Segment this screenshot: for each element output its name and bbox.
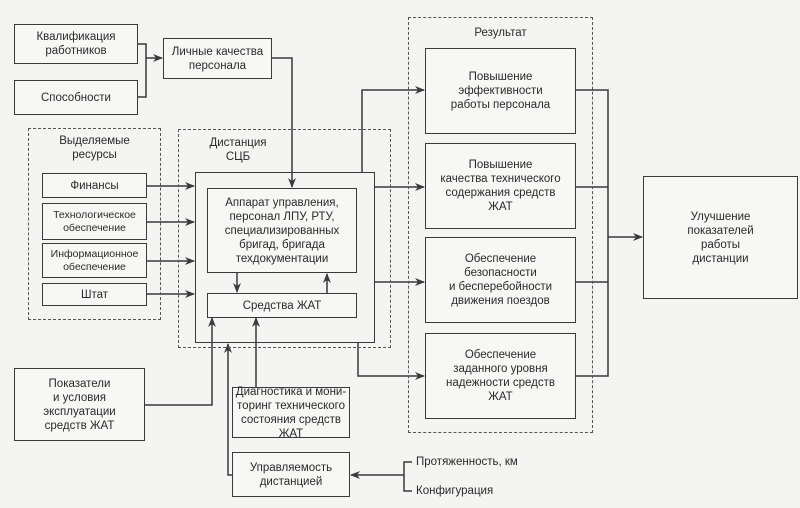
manageability-box: Управляемость дистанцией <box>232 452 350 497</box>
result-item: Обеспечение безопасности и бесперебойнос… <box>425 237 576 323</box>
line-factors-bracket <box>403 461 412 492</box>
resource-finance: Финансы <box>42 173 147 198</box>
indicators-box: Показатели и условия эксплуатации средст… <box>14 368 145 441</box>
outcome-box: Улучшение показателей работы дистанции <box>643 176 798 299</box>
equipment-box: Средства ЖАТ <box>207 293 357 318</box>
result-item: Повышение качества технического содержан… <box>425 143 576 229</box>
arrow-personal-apparatus <box>272 57 296 188</box>
resource-informational: Информационное обеспечение <box>42 243 147 278</box>
resource-technological: Технологическое обеспечение <box>42 203 147 240</box>
result-item: Обеспечение заданного уровня надежности … <box>425 333 576 419</box>
result-title: Результат <box>474 27 527 39</box>
resource-staff: Штат <box>42 283 147 306</box>
line-inputs-join <box>138 43 147 98</box>
arrow-result-4 <box>357 343 425 380</box>
distance-outer-box <box>195 172 375 343</box>
abilities-box: Способности <box>14 80 138 115</box>
qualification-box: Квалификация работников <box>14 24 138 64</box>
arrow-result-1 <box>361 86 425 172</box>
result-group <box>408 17 593 433</box>
result-item: Повышение эффективности работы персонала <box>425 48 576 134</box>
resources-group <box>28 128 161 320</box>
distance-title: Дистанция СЦБ <box>209 137 267 163</box>
factor-length: Протяженность, км <box>416 456 518 468</box>
factor-configuration: Конфигурация <box>416 485 494 497</box>
personal-qualities-box: Личные качества персонала <box>163 38 272 79</box>
resources-title: Выделяемые ресурсы <box>59 135 130 161</box>
arrow-manageability <box>224 343 232 476</box>
apparatus-box: Аппарат управления, персонал ЛПУ, РТУ, с… <box>207 188 357 273</box>
distance-group <box>178 129 391 348</box>
diagnostics-box: Диагностика и мони- торинг технического … <box>232 386 350 440</box>
